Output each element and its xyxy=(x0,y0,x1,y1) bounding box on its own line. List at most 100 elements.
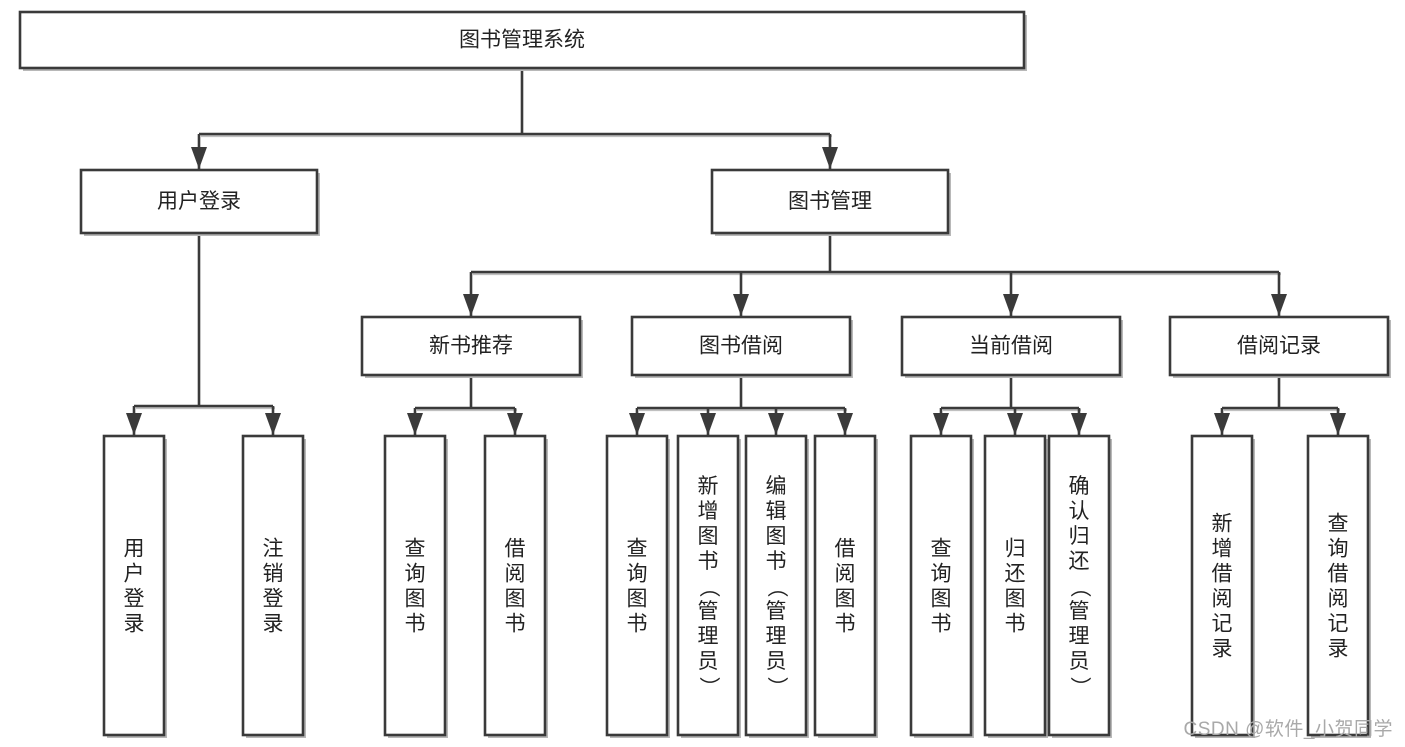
box-outline xyxy=(102,434,166,737)
arrow-head-icon xyxy=(1003,294,1019,316)
node-label: 图书管理系统 xyxy=(459,29,585,52)
leaf-label-char: 阅 xyxy=(1328,588,1349,611)
watermark-text: CSDN @软件_小贺同学 xyxy=(1183,719,1393,740)
leaf-label-char: 登 xyxy=(263,588,284,611)
leaf-label-char: ） xyxy=(765,677,788,698)
leaf-label-char: 询 xyxy=(1328,538,1349,561)
node-label: 当前借阅 xyxy=(969,335,1053,358)
leaf-label-char: 书 xyxy=(931,613,952,636)
leaf-label-char: 借 xyxy=(505,538,526,561)
leaf-label-char: 登 xyxy=(124,588,145,611)
arrow-head-icon xyxy=(463,294,479,316)
leaf-label-char: 图 xyxy=(835,588,856,611)
arrow-head-icon xyxy=(822,147,838,169)
node-new-book-recommend[interactable]: 新书推荐 xyxy=(360,315,583,378)
leaf-label-char: 理 xyxy=(1069,625,1090,648)
node-label: 用户登录 xyxy=(157,190,241,213)
node-book-manage[interactable]: 图书管理 xyxy=(710,168,951,236)
node-current-borrow[interactable]: 当前借阅 xyxy=(900,315,1123,378)
box-outline xyxy=(813,434,877,737)
leaf-label-char: 管 xyxy=(698,600,719,623)
arrow-head-icon xyxy=(700,413,716,435)
arrow-head-icon xyxy=(1214,413,1230,435)
box-outline xyxy=(1168,315,1390,377)
arrow-head-icon xyxy=(733,294,749,316)
arrow-head-icon xyxy=(933,413,949,435)
leaf-label-char: 员 xyxy=(766,650,787,673)
node-leaf-user-login[interactable]: 用户登录 xyxy=(102,434,167,738)
leaf-label-char: 员 xyxy=(1069,650,1090,673)
box-outline xyxy=(1047,434,1111,737)
leaf-label-char: 书 xyxy=(698,550,719,573)
node-label: 图书借阅 xyxy=(699,335,783,358)
leaf-label-char: 编 xyxy=(766,475,787,498)
leaf-label-char: 归 xyxy=(1069,525,1090,548)
leaf-label-char: 图 xyxy=(766,525,787,548)
arrow-head-icon xyxy=(1330,413,1346,435)
leaf-label-char: 用 xyxy=(124,538,145,561)
leaf-label-char: 确 xyxy=(1069,475,1090,498)
leaf-label-char: 阅 xyxy=(835,563,856,586)
box-outline xyxy=(676,434,740,737)
leaf-label-char: 询 xyxy=(931,563,952,586)
leaf-label-char: 录 xyxy=(1328,638,1349,661)
leaf-label-char: 注 xyxy=(263,538,284,561)
leaf-label-char: 书 xyxy=(627,613,648,636)
leaf-label-char: 阅 xyxy=(1212,588,1233,611)
box-outline xyxy=(744,434,808,737)
box-outline xyxy=(241,434,305,737)
leaf-label-char: 借 xyxy=(1212,563,1233,586)
box-outline xyxy=(909,434,973,737)
node-user-login[interactable]: 用户登录 xyxy=(79,168,320,236)
leaf-label-char: 图 xyxy=(1005,588,1026,611)
box-outline xyxy=(605,434,669,737)
leaf-label-char: 管 xyxy=(766,600,787,623)
leaf-label-char: 理 xyxy=(698,625,719,648)
leaf-label-char: 询 xyxy=(627,563,648,586)
leaf-label-char: 理 xyxy=(766,625,787,648)
node-borrow-record[interactable]: 借阅记录 xyxy=(1168,315,1391,378)
leaf-label-char: 查 xyxy=(627,538,648,561)
box-outline xyxy=(1190,434,1254,737)
leaf-label-char: 员 xyxy=(698,650,719,673)
arrow-head-icon xyxy=(265,413,281,435)
leaf-label-char: （ xyxy=(765,577,788,598)
leaf-label-char: 借 xyxy=(835,538,856,561)
arrow-head-icon xyxy=(126,413,142,435)
node-label: 借阅记录 xyxy=(1237,335,1321,358)
node-root[interactable]: 图书管理系统 xyxy=(18,10,1027,71)
leaf-label-char: 查 xyxy=(405,538,426,561)
box-outline xyxy=(710,168,950,235)
arrow-head-icon xyxy=(1071,413,1087,435)
node-book-borrow[interactable]: 图书借阅 xyxy=(630,315,853,378)
leaf-label-char: 查 xyxy=(1328,513,1349,536)
node-label: 新书推荐 xyxy=(429,335,513,358)
leaf-label-char: 销 xyxy=(263,563,284,586)
leaf-label-char: 图 xyxy=(505,588,526,611)
leaf-label-char: 图 xyxy=(627,588,648,611)
leaf-label-char: 录 xyxy=(124,613,145,636)
leaf-label-char: 借 xyxy=(1328,563,1349,586)
leaf-label-char: 图 xyxy=(931,588,952,611)
arrow-head-icon xyxy=(407,413,423,435)
leaf-label-char: ） xyxy=(1068,677,1091,698)
leaf-label-char: 书 xyxy=(405,613,426,636)
arrow-head-icon xyxy=(837,413,853,435)
leaf-label-char: 户 xyxy=(124,563,145,586)
box-outline xyxy=(630,315,852,377)
leaf-label-char: 图 xyxy=(405,588,426,611)
leaf-label-char: 书 xyxy=(1005,613,1026,636)
